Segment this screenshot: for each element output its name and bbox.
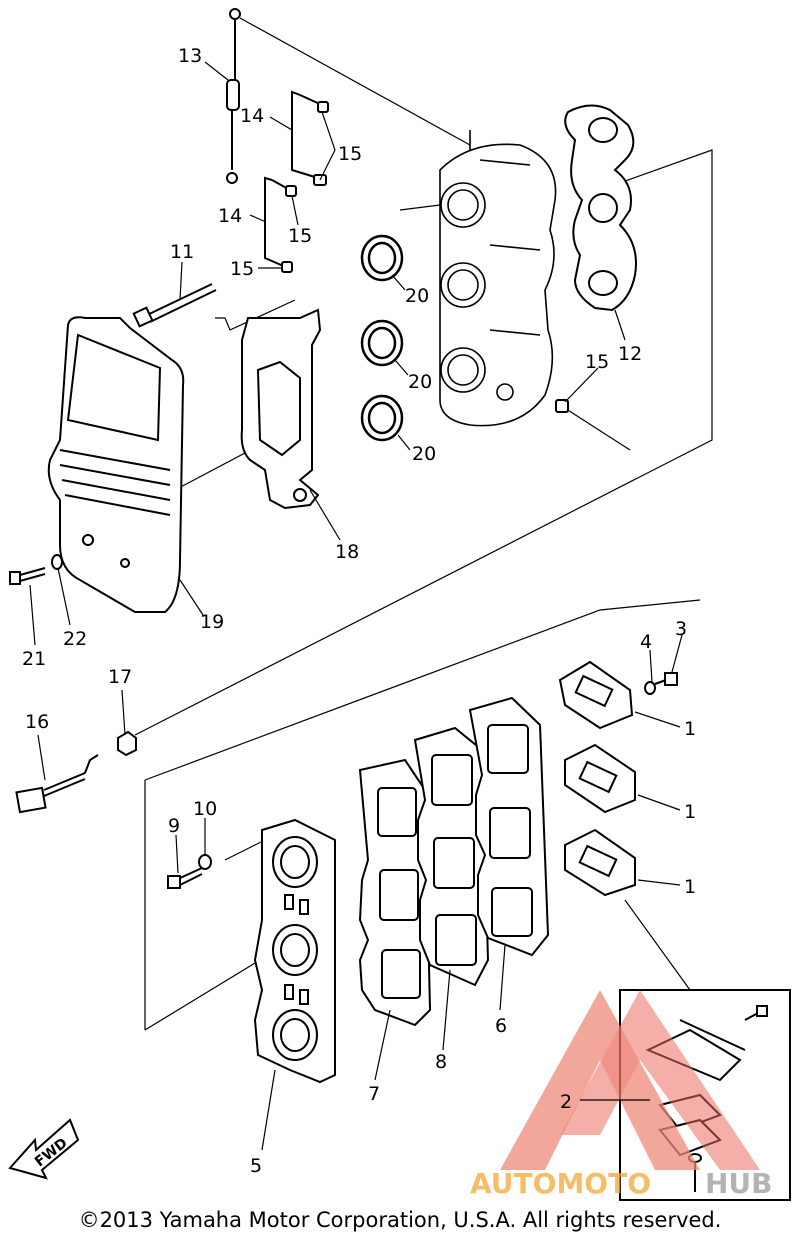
callout-4: 4 — [640, 631, 652, 653]
choke-knob-16 — [16, 755, 98, 812]
fwd-arrow-icon: FWD — [10, 1120, 78, 1178]
callout-22: 22 — [63, 628, 87, 650]
washer-4 — [645, 682, 655, 694]
screw-3 — [655, 673, 677, 685]
carburetor-assembly — [440, 130, 556, 426]
washer-10 — [199, 855, 211, 869]
bolt-9 — [168, 868, 202, 888]
clip-15 — [282, 102, 568, 412]
gasket-6 — [470, 698, 548, 955]
nut-17 — [118, 732, 136, 755]
callout-20-b: 20 — [408, 371, 432, 393]
gasket-7 — [360, 760, 430, 1025]
callout-15-c: 15 — [230, 258, 254, 280]
leader-lines — [30, 62, 682, 1150]
link-rod-13 — [227, 9, 240, 183]
callout-6: 6 — [495, 1015, 507, 1037]
callout-13: 13 — [178, 45, 202, 67]
washer-22 — [52, 555, 62, 569]
callout-20-a: 20 — [405, 285, 429, 307]
bolt-21 — [10, 568, 45, 584]
gasket-12 — [565, 105, 636, 310]
bolt-11 — [134, 284, 216, 326]
callout-1-c: 1 — [684, 876, 696, 898]
copyright-notice: ©2013 Yamaha Motor Corporation, U.S.A. A… — [78, 1208, 722, 1232]
callout-15-d: 15 — [585, 351, 609, 373]
callout-14-upper: 14 — [240, 105, 264, 127]
o-ring-20 — [362, 236, 402, 440]
reference-lines — [135, 18, 712, 1030]
callout-9: 9 — [168, 815, 180, 837]
callout-16: 16 — [25, 711, 49, 733]
silencer-cover-19 — [49, 317, 184, 612]
callout-10: 10 — [193, 798, 217, 820]
automotohub-watermark: AUTOMOTO HUB — [470, 990, 773, 1200]
callout-labels: 13 14 15 14 15 15 11 12 15 20 20 20 18 1… — [22, 45, 696, 1177]
callout-8: 8 — [435, 1051, 447, 1073]
intake-manifold-5 — [255, 820, 335, 1082]
callout-11: 11 — [170, 241, 194, 263]
callout-5: 5 — [250, 1155, 262, 1177]
reed-valve-plate-8 — [415, 728, 488, 985]
reed-valve-1 — [560, 662, 635, 895]
watermark-text-1: AUTOMOTO — [470, 1167, 651, 1200]
callout-15-b: 15 — [288, 225, 312, 247]
watermark-text-2: HUB — [705, 1167, 773, 1200]
callout-3: 3 — [675, 618, 687, 640]
callout-1-a: 1 — [684, 718, 696, 740]
callout-7: 7 — [368, 1083, 380, 1105]
callout-15-a: 15 — [338, 143, 362, 165]
callout-20-c: 20 — [412, 443, 436, 465]
callout-19: 19 — [200, 611, 224, 633]
callout-14-lower: 14 — [218, 205, 242, 227]
callout-18: 18 — [335, 541, 359, 563]
callout-1-b: 1 — [684, 801, 696, 823]
bracket-plate-18 — [242, 310, 320, 508]
callout-2: 2 — [560, 1091, 572, 1113]
callout-21: 21 — [22, 648, 46, 670]
callout-12: 12 — [618, 343, 642, 365]
callout-17: 17 — [108, 666, 132, 688]
